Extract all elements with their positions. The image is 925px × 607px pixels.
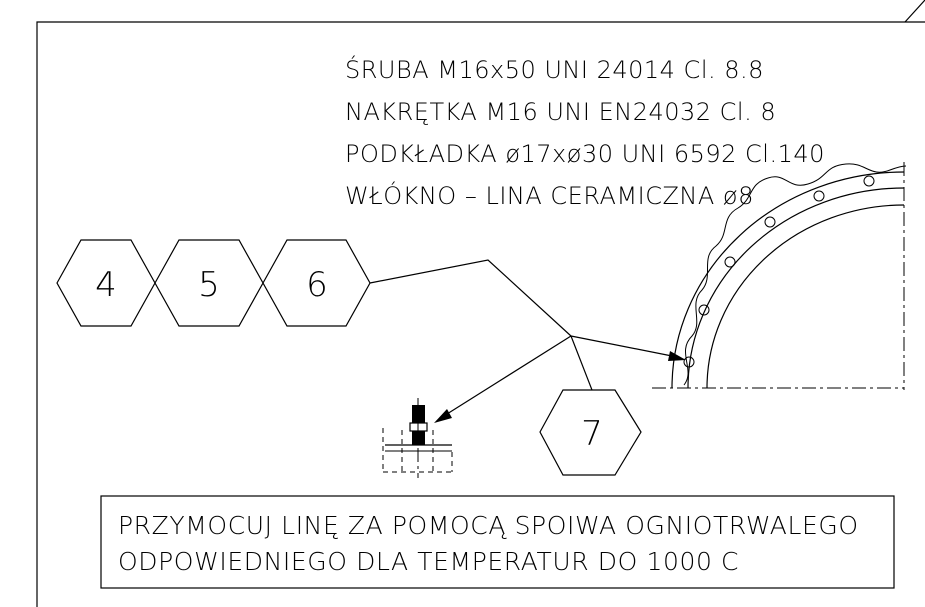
ring-inner-arc: [706, 204, 905, 389]
ceramic-rope-wave: [683, 163, 907, 386]
balloon-number: 7: [581, 414, 603, 454]
rope-section-circle: [683, 356, 695, 368]
ring-section: [652, 162, 907, 390]
leader-to-ring: [570, 335, 673, 357]
specification-list: ŚRUBA M16x50 UNI 24014 Cl. 8.8 NAKRĘTKA …: [345, 54, 825, 210]
bolt-section-detail: [382, 398, 453, 478]
spec-line-washer: PODKŁADKA ø17xø30 UNI 6592 Cl.140: [345, 140, 825, 168]
rope-section-circle: [764, 216, 776, 228]
hexagon-balloon: [539, 389, 642, 476]
leader-from-balloon-6: [369, 259, 572, 337]
leader-from-balloon-7: [570, 335, 593, 391]
ring-middle-arc: [687, 187, 905, 389]
balloon-5: 5: [154, 239, 264, 327]
frame-corner-line: [904, 0, 925, 23]
spec-line-bolt: ŚRUBA M16x50 UNI 24014 Cl. 8.8: [345, 54, 764, 84]
drawing-frame: [36, 21, 925, 607]
ring-outer-arc: [671, 171, 905, 389]
rope-section-circle: [724, 256, 736, 268]
arrowhead-ring: [668, 351, 686, 361]
note-line-1: PRZYMOCUJ LINĘ ZA POMOCĄ SPOIWA OGNIOTRW…: [118, 511, 859, 540]
note-line-2: ODPOWIEDNIEGO DLA TEMPERATUR DO 1000 C: [118, 547, 739, 576]
balloon-number: 5: [198, 265, 220, 305]
rope-section-circle: [863, 175, 875, 187]
balloon-number: 6: [306, 265, 328, 305]
balloon-6: 6: [262, 239, 371, 327]
balloon-7: 7: [539, 389, 642, 476]
note-frame: [100, 495, 895, 589]
rope-section-circle: [813, 190, 825, 202]
rope-section-circle: [698, 304, 710, 316]
leader-to-bolt: [446, 335, 572, 415]
leader-lines: [369, 259, 686, 423]
spec-line-nut: NAKRĘTKA M16 UNI EN24032 Cl. 8: [345, 98, 776, 126]
spec-line-fiber: WŁÓKNO – LINA CERAMICZNA ø8: [345, 180, 754, 210]
balloon-number: 4: [95, 265, 117, 305]
balloon-4: 4: [56, 239, 156, 327]
note-box: PRZYMOCUJ LINĘ ZA POMOCĄ SPOIWA OGNIOTRW…: [100, 495, 895, 589]
arrowhead-bolt: [434, 409, 452, 423]
bolt-shank: [412, 431, 425, 445]
